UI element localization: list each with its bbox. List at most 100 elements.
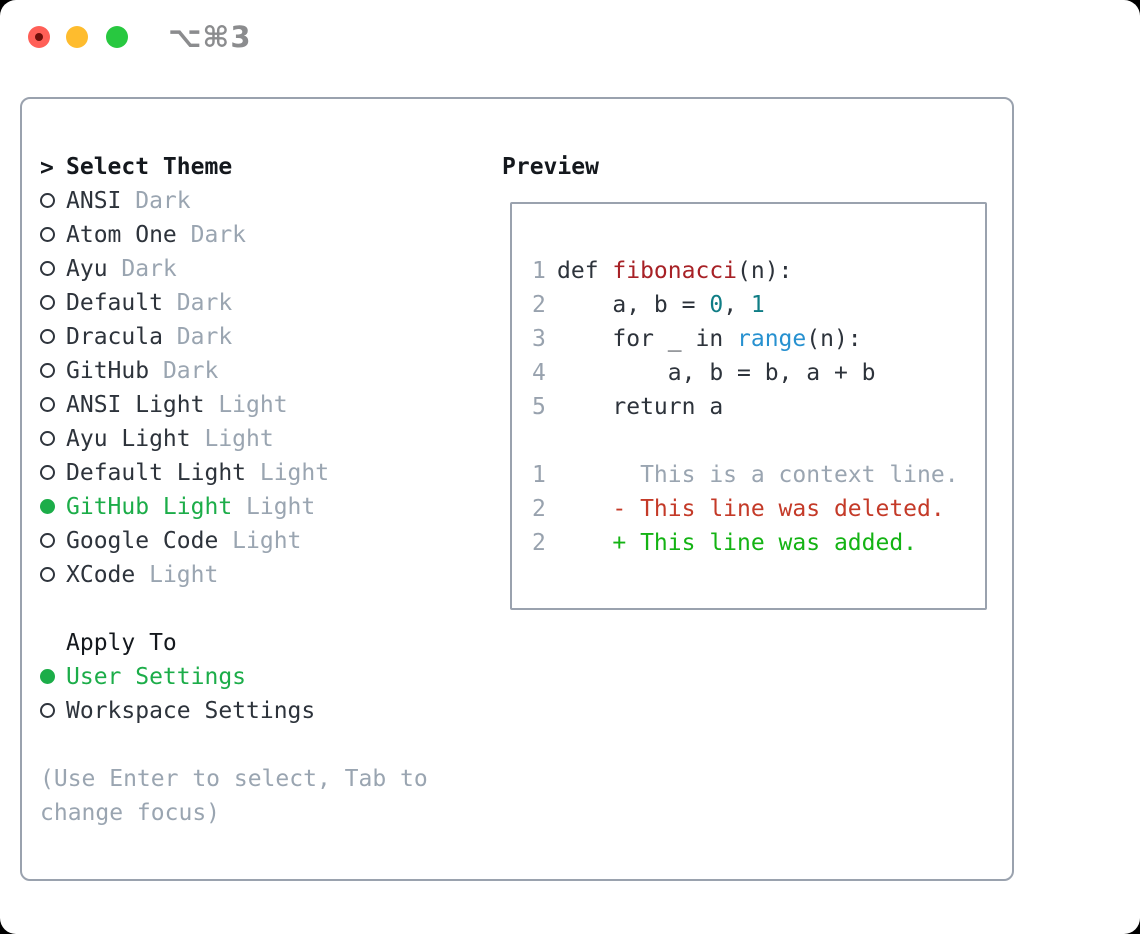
option-theme-ansi[interactable]: ANSI Dark bbox=[40, 184, 460, 218]
code-line: 2 a, b = 0, 1 bbox=[532, 288, 985, 322]
radio-icon bbox=[40, 566, 55, 582]
radio-icon bbox=[40, 430, 55, 446]
option-theme-ayu-light[interactable]: Ayu Light Light bbox=[40, 422, 460, 456]
line-number: 5 bbox=[532, 394, 546, 420]
option-label: Ayu Light bbox=[66, 426, 191, 452]
select-theme-header: > Select Theme bbox=[40, 150, 460, 184]
option-theme-atom-one[interactable]: Atom One Dark bbox=[40, 218, 460, 252]
option-label: Dracula bbox=[66, 324, 163, 350]
line-number: 4 bbox=[532, 360, 546, 386]
option-variant-tag: Dark bbox=[190, 222, 247, 248]
radio-icon bbox=[40, 396, 55, 412]
select-theme-title: Select Theme bbox=[66, 154, 233, 180]
radio-selected-icon bbox=[40, 498, 55, 514]
code-segment: for _ in bbox=[557, 326, 738, 352]
option-label: ANSI bbox=[66, 188, 122, 214]
close-button[interactable] bbox=[28, 26, 50, 48]
option-theme-google-code[interactable]: Google Code Light bbox=[40, 524, 460, 558]
code-segment: a, b = b, a + b bbox=[557, 360, 876, 386]
option-variant-tag: Light bbox=[149, 562, 219, 588]
line-number: 2 bbox=[532, 496, 546, 522]
spacer bbox=[40, 592, 460, 626]
option-theme-xcode[interactable]: XCode Light bbox=[40, 558, 460, 592]
code-segment: - This line was deleted. bbox=[557, 496, 945, 522]
option-label: Atom One bbox=[66, 222, 177, 248]
radio-icon bbox=[40, 260, 55, 276]
code-segment: + This line was added. bbox=[557, 530, 918, 556]
option-variant-tag: Dark bbox=[176, 324, 233, 350]
keyboard-shortcut-label: ⌥⌘3 bbox=[168, 20, 252, 54]
radio-icon bbox=[40, 362, 55, 378]
line-number: 2 bbox=[532, 530, 546, 556]
code-segment: 0 bbox=[709, 292, 724, 318]
apply-to-header: Apply To bbox=[40, 626, 460, 660]
option-variant-tag: Dark bbox=[121, 256, 177, 282]
radio-icon bbox=[40, 192, 55, 208]
spacer bbox=[40, 728, 460, 762]
code-segment: range bbox=[737, 326, 807, 352]
line-number: 3 bbox=[532, 326, 546, 352]
option-label: User Settings bbox=[66, 664, 247, 690]
code-segment: fibonacci bbox=[612, 258, 738, 284]
cursor-prompt-icon: > bbox=[40, 154, 54, 181]
code-line: 2 + This line was added. bbox=[532, 526, 985, 560]
code-segment: This is a context line. bbox=[557, 462, 959, 488]
option-theme-ayu[interactable]: Ayu Dark bbox=[40, 252, 460, 286]
radio-icon bbox=[40, 294, 55, 310]
code-line: 2 - This line was deleted. bbox=[532, 492, 985, 526]
option-variant-tag: Light bbox=[218, 392, 288, 418]
code-segment: 1 bbox=[750, 292, 765, 318]
minimize-button[interactable] bbox=[66, 26, 88, 48]
option-variant-tag: Light bbox=[246, 494, 316, 520]
code-line: 1 def fibonacci(n): bbox=[532, 254, 985, 288]
option-label: XCode bbox=[66, 562, 136, 588]
radio-icon bbox=[40, 532, 55, 548]
option-apply-user-settings[interactable]: User Settings bbox=[40, 660, 460, 694]
option-variant-tag: Dark bbox=[135, 188, 191, 214]
option-apply-workspace-settings[interactable]: Workspace Settings bbox=[40, 694, 460, 728]
option-label: Google Code bbox=[66, 528, 219, 554]
window-titlebar: ⌥⌘3 bbox=[0, 0, 1140, 74]
option-label: GitHub Light bbox=[66, 494, 233, 520]
option-variant-tag: Dark bbox=[162, 358, 219, 384]
option-theme-github-light[interactable]: GitHub Light Light bbox=[40, 490, 460, 524]
radio-icon bbox=[40, 464, 55, 480]
blank-line bbox=[532, 424, 985, 458]
option-label: ANSI Light bbox=[66, 392, 205, 418]
option-label: Workspace Settings bbox=[66, 698, 316, 724]
help-text: (Use Enter to select, Tab to change focu… bbox=[40, 766, 428, 826]
option-variant-tag: Light bbox=[204, 426, 274, 452]
option-theme-github[interactable]: GitHub Dark bbox=[40, 354, 460, 388]
option-theme-default[interactable]: Default Dark bbox=[40, 286, 460, 320]
option-label: GitHub bbox=[66, 358, 150, 384]
code-line: 1 This is a context line. bbox=[532, 458, 985, 492]
option-label: Default Light bbox=[66, 460, 247, 486]
code-segment: def bbox=[557, 258, 613, 284]
code-line: 3 for _ in range(n): bbox=[532, 322, 985, 356]
line-number: 1 bbox=[532, 462, 546, 488]
zoom-button[interactable] bbox=[106, 26, 128, 48]
option-variant-tag: Light bbox=[232, 528, 302, 554]
code-segment: (n): bbox=[737, 258, 793, 284]
radio-icon bbox=[40, 226, 55, 242]
code-segment: (n): bbox=[806, 326, 862, 352]
option-label: Default bbox=[66, 290, 163, 316]
option-label: Ayu bbox=[66, 256, 108, 282]
code-segment: , bbox=[723, 292, 751, 318]
option-theme-ansi-light[interactable]: ANSI Light Light bbox=[40, 388, 460, 422]
radio-icon bbox=[40, 702, 55, 718]
option-theme-dracula[interactable]: Dracula Dark bbox=[40, 320, 460, 354]
option-variant-tag: Dark bbox=[176, 290, 233, 316]
line-number: 1 bbox=[532, 258, 546, 284]
code-segment: a, b = bbox=[557, 292, 710, 318]
code-segment: return a bbox=[557, 394, 724, 420]
apply-to-title: Apply To bbox=[66, 630, 177, 656]
code-line: 4 a, b = b, a + b bbox=[532, 356, 985, 390]
